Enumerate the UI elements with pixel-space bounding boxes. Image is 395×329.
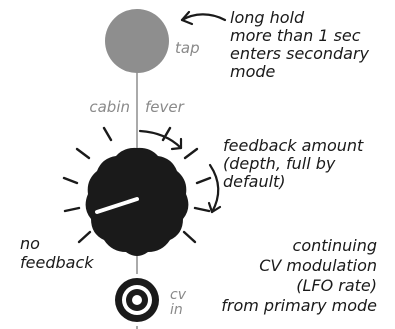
no-feedback-line-2: feedback [20,253,94,272]
feedback-arc-upper-arrowhead-icon [170,137,183,151]
cv-label-line-1: cv [170,287,186,303]
cv-modulation-line-4: from primary mode [221,296,377,315]
no-feedback-line-1: no [20,234,40,253]
no-feedback-note: no feedback [20,236,94,274]
long-hold-line-1: long hold [230,8,305,27]
feedback-arc-right [208,163,220,214]
cv-input-jack[interactable] [111,274,163,326]
knob-range-ticks [62,126,212,244]
long-hold-note: long hold more than 1 sec enters seconda… [230,10,369,82]
cabin-label: cabin [89,98,130,116]
cv-in-label: cv in [170,288,186,318]
feedback-amount-note: feedback amount (depth, full by default) [223,138,363,192]
feedback-amount-line-1: feedback amount [223,136,364,155]
knob-pointer-line [95,197,139,214]
feedback-amount-line-2: (depth, full by [223,154,336,173]
cv-modulation-line-2: CV modulation [259,256,377,275]
fever-label: fever [145,98,184,116]
cv-modulation-line-1: continuing [292,236,377,255]
long-hold-line-3: enters secondary [230,44,370,63]
tap-button[interactable] [105,9,169,73]
long-hold-line-2: more than 1 sec [230,26,361,45]
feedback-arc-upper [138,129,183,150]
long-hold-arrow [180,13,227,22]
cv-modulation-note: continuing CV modulation (LFO rate) from… [185,238,377,318]
tap-label: tap [175,39,200,57]
long-hold-line-4: mode [230,62,276,81]
long-hold-arrowhead-icon [180,10,194,26]
feedback-arc-right-arrowhead-icon [207,201,222,214]
feedback-knob[interactable] [85,147,189,256]
cv-modulation-line-3: (LFO rate) [296,276,377,295]
cv-label-line-2: in [170,302,183,318]
feedback-amount-line-3: default) [223,172,286,191]
